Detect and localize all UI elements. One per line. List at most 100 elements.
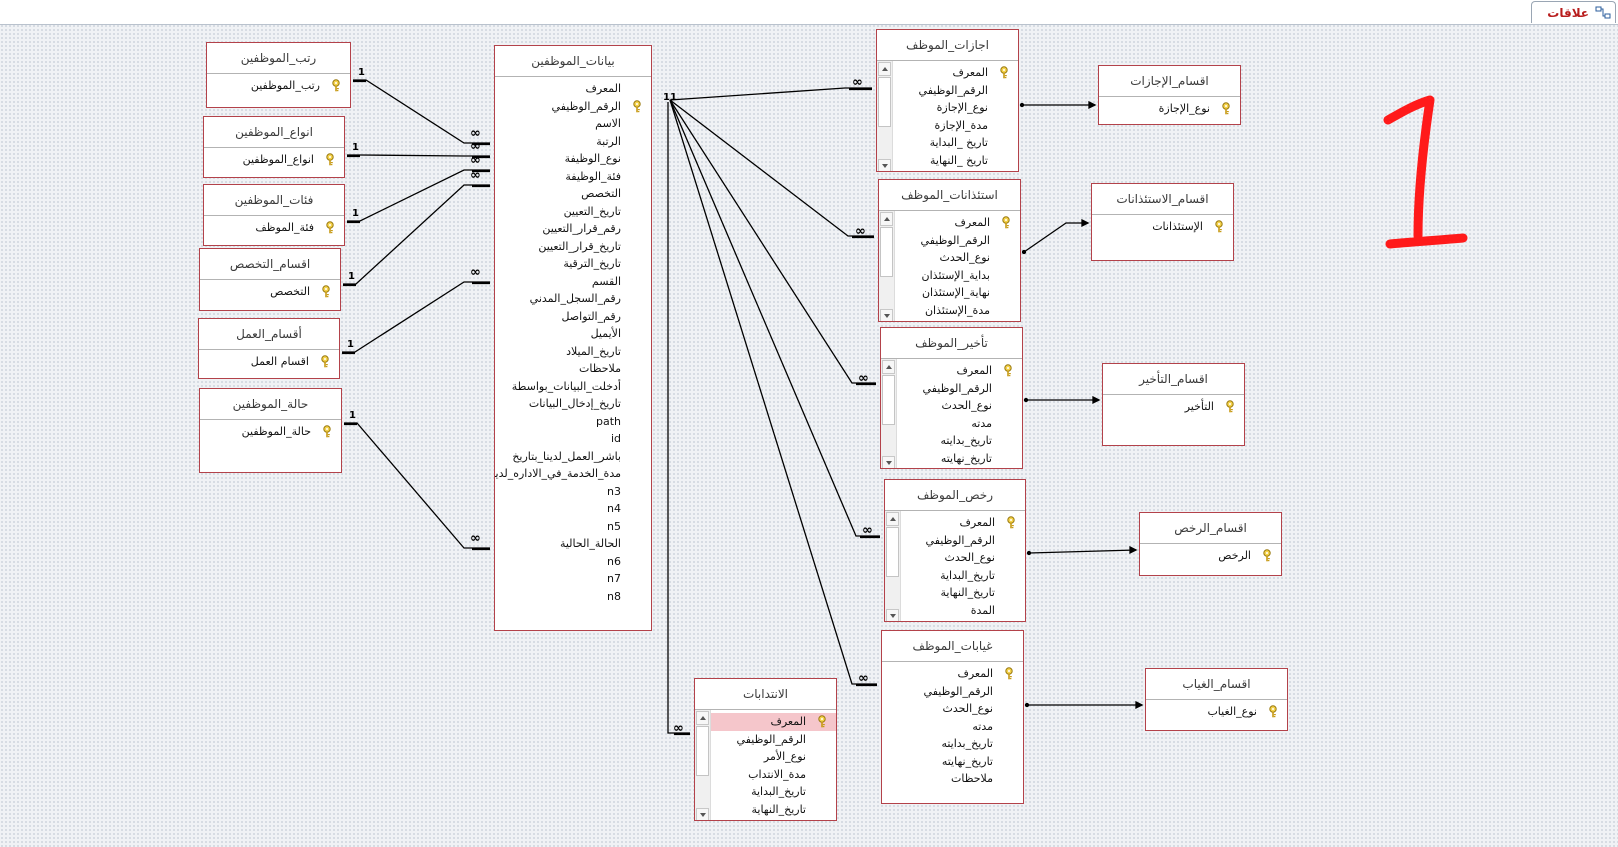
field-item[interactable]: المعرف	[881, 362, 1022, 380]
field-item[interactable]: n8	[495, 588, 651, 606]
field-item[interactable]: n6	[495, 553, 651, 571]
field-item[interactable]: الرقم_الوظيفي	[879, 232, 1020, 250]
field-item[interactable]: مدة_الخدمة_في_الاداره_لدينا	[495, 465, 651, 483]
table-title[interactable]: اقسام_التأخير	[1103, 364, 1244, 395]
table-ranks[interactable]: رتب_الموظفين رتب_الموظفين	[206, 42, 351, 108]
relationship-line[interactable]	[669, 99, 874, 237]
field-item[interactable]: الإستئذانات	[1092, 218, 1233, 236]
table-title[interactable]: اقسام_التخصص	[200, 249, 340, 280]
relationship-line[interactable]	[669, 99, 880, 537]
field-item[interactable]: المعرف	[879, 214, 1020, 232]
field-item[interactable]: نوع_الوظيفة	[495, 150, 651, 168]
table-title[interactable]: الانتدابات	[695, 679, 836, 710]
field-list[interactable]: فئة_الموظف	[204, 216, 344, 237]
field-item[interactable]: تاريخ_الترقية	[495, 255, 651, 273]
field-item[interactable]: الرقم_الوظيفي	[885, 532, 1025, 550]
field-item[interactable]: تاريخ_قرار_التعيين	[495, 238, 651, 256]
scroll-down-arrow-icon[interactable]	[886, 609, 899, 621]
field-item[interactable]: تاريخ_البداية	[885, 567, 1025, 585]
table-title[interactable]: غيابات_الموظف	[882, 631, 1023, 662]
scroll-thumb[interactable]	[882, 375, 895, 425]
field-item[interactable]: الاسم	[495, 115, 651, 133]
field-item[interactable]: مدته	[881, 415, 1022, 433]
scroll-thumb[interactable]	[880, 227, 893, 277]
field-list[interactable]: نوع_الإجازة	[1099, 97, 1240, 118]
field-item[interactable]: مدة_الإجازة	[877, 117, 1018, 135]
field-item[interactable]: القسم	[495, 273, 651, 291]
table-title[interactable]: رخص_الموظف	[885, 480, 1025, 511]
field-item[interactable]: رقم_التواصل	[495, 308, 651, 326]
table-title[interactable]: اقسام_الاستئذانات	[1092, 184, 1233, 215]
table-title[interactable]: اقسام_الرخص	[1140, 513, 1281, 544]
field-list-scrollbar[interactable]	[877, 61, 893, 171]
field-item[interactable]: n7	[495, 570, 651, 588]
field-item[interactable]: نوع_الإجازة	[877, 99, 1018, 117]
field-item[interactable]: ملاحظات	[495, 360, 651, 378]
field-item[interactable]: تاريخ_النهاية	[695, 801, 836, 819]
table-title[interactable]: رتب_الموظفين	[207, 43, 350, 74]
field-item[interactable]: أدخلت_البيانات_بواسطة	[495, 378, 651, 396]
table-title[interactable]: اقسام_الغياب	[1146, 669, 1287, 700]
table-title[interactable]: حالة_الموظفين	[200, 389, 341, 420]
relationship-line[interactable]	[342, 281, 490, 353]
field-item[interactable]: فئة_الوظيفة	[495, 168, 651, 186]
field-item[interactable]: تاريخ_بدايته	[881, 432, 1022, 450]
field-item[interactable]: تاريخ_النهاية	[885, 584, 1025, 602]
field-item[interactable]: اقسام العمل	[199, 353, 339, 371]
field-item[interactable]: الرقم_الوظيفي	[495, 98, 651, 116]
table-title[interactable]: تأخير_الموظف	[881, 328, 1022, 359]
field-item[interactable]: مدته	[882, 718, 1023, 736]
field-item[interactable]: الحالة_الحالية	[495, 535, 651, 553]
field-item[interactable]: path	[495, 413, 651, 431]
field-item[interactable]: رقم_قرار_التعيين	[495, 220, 651, 238]
table-permission-types[interactable]: اقسام_الاستئذانات الإستئذانات	[1091, 183, 1234, 261]
field-item[interactable]: انواع_الموظفين	[204, 151, 344, 169]
field-item[interactable]: الرقم_الوظيفي	[881, 380, 1022, 398]
field-item[interactable]: المعرف	[695, 713, 836, 731]
table-title[interactable]: اجازات_الموظف	[877, 30, 1018, 61]
field-item[interactable]: نوع_الأمر	[695, 748, 836, 766]
scroll-thumb[interactable]	[696, 726, 709, 776]
field-item[interactable]: مدة_الانتداب	[695, 766, 836, 784]
table-work[interactable]: أقسام_العمل اقسام العمل	[198, 318, 340, 379]
field-item[interactable]: ملاحظات	[882, 770, 1023, 788]
scroll-down-arrow-icon[interactable]	[882, 456, 895, 468]
field-list[interactable]: الرخص	[1140, 544, 1281, 565]
relationship-line[interactable]	[347, 169, 490, 222]
field-item[interactable]: التخصص	[200, 283, 340, 301]
field-item[interactable]: التخصص	[495, 185, 651, 203]
scroll-down-arrow-icon[interactable]	[878, 159, 891, 171]
scroll-up-arrow-icon[interactable]	[882, 360, 895, 374]
field-item[interactable]: تاريخ_إدخال_البيانات	[495, 395, 651, 413]
table-specialty[interactable]: اقسام_التخصص التخصص	[199, 248, 341, 311]
table-title[interactable]: أقسام_العمل	[199, 319, 339, 350]
scroll-up-arrow-icon[interactable]	[696, 711, 709, 725]
field-item[interactable]: بداية_الإستئذان	[879, 267, 1020, 285]
scroll-thumb[interactable]	[878, 77, 891, 127]
field-item[interactable]: المعرف	[877, 64, 1018, 82]
field-item[interactable]: الرخص	[1140, 547, 1281, 565]
field-item[interactable]: تاريخ_التعيين	[495, 203, 651, 221]
field-item[interactable]: الرتبة	[495, 133, 651, 151]
field-item[interactable]: الرقم_الوظيفي	[882, 683, 1023, 701]
field-item[interactable]: رتب_الموظفين	[207, 77, 350, 95]
field-item[interactable]: مدة_الإستئذان	[879, 302, 1020, 320]
relationship-line[interactable]	[347, 154, 490, 157]
field-item[interactable]: المعرف	[885, 514, 1025, 532]
field-item[interactable]: n5	[495, 518, 651, 536]
field-list-scrollbar[interactable]	[695, 710, 711, 820]
field-item[interactable]: الرقم_الوظيفي	[695, 731, 836, 749]
